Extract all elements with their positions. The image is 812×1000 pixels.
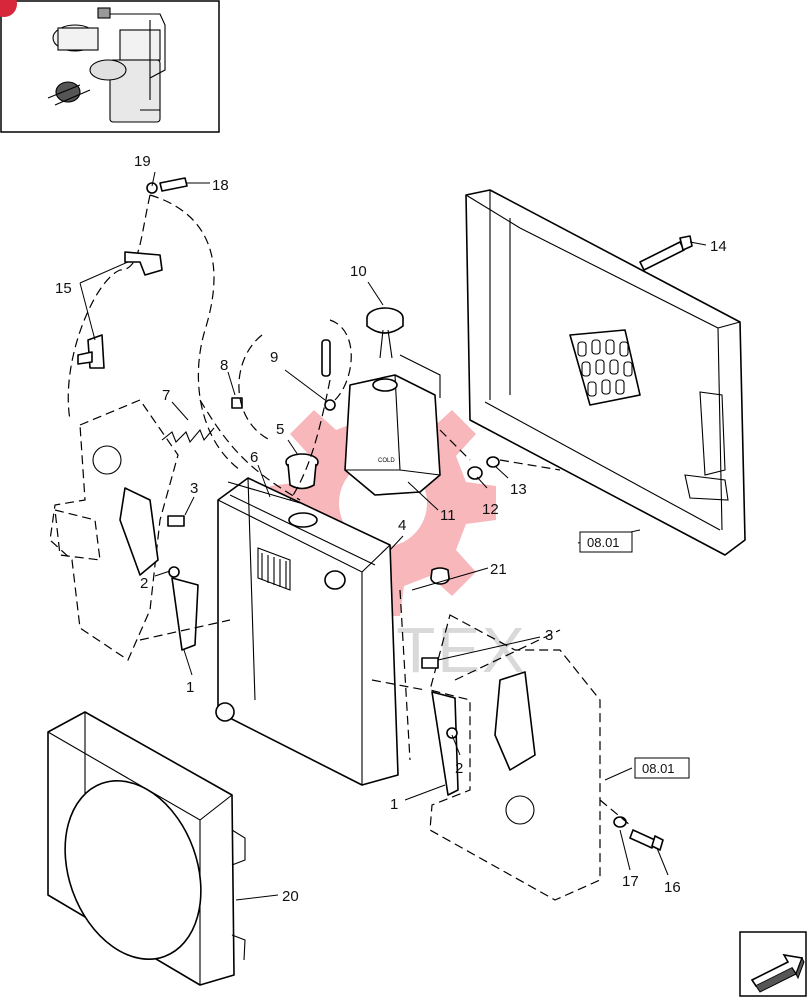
callout-8: 8 — [220, 357, 228, 374]
callout-17: 17 — [622, 873, 639, 890]
ref-label: 08.01 — [587, 535, 620, 550]
radiator-frame — [465, 189, 746, 556]
callout-11: 11 — [440, 507, 456, 524]
filler-neck — [285, 453, 319, 490]
callout-20: 20 — [282, 888, 299, 905]
callout-14: 14 — [710, 238, 727, 255]
next-page-arrow-icon[interactable] — [739, 931, 807, 997]
ref-box-upper[interactable]: 08.01 — [579, 531, 633, 553]
callout-labels: 19 18 15 7 8 9 10 5 6 4 11 12 13 14 21 3… — [55, 153, 727, 905]
callout-4: 4 — [398, 517, 406, 534]
callout-15: 15 — [55, 280, 72, 297]
callout-1a: 1 — [186, 679, 194, 696]
rod — [227, 481, 301, 504]
page-badge-icon — [0, 0, 17, 17]
callout-2a: 2 — [140, 575, 148, 592]
hose-clamps — [67, 177, 241, 471]
pin — [321, 319, 352, 411]
bolts — [629, 235, 693, 851]
callout-1b: 1 — [390, 796, 398, 813]
callout-19: 19 — [134, 153, 151, 170]
callout-18: 18 — [212, 177, 229, 194]
callout-7: 7 — [162, 387, 170, 404]
callout-12: 12 — [482, 501, 499, 518]
callout-2b: 2 — [455, 760, 463, 777]
ref-label: 08.01 — [642, 761, 675, 776]
callout-3a: 3 — [190, 480, 198, 497]
callout-3b: 3 — [545, 627, 553, 644]
left-bracket — [49, 399, 199, 661]
assembly-thumbnail — [0, 0, 220, 133]
radiator — [215, 477, 399, 786]
assembly-lines — [139, 334, 631, 826]
callout-9: 9 — [270, 349, 278, 366]
tank-cap — [366, 307, 404, 359]
nut-washer — [467, 456, 627, 828]
callout-21: 21 — [490, 561, 507, 578]
expansion-tank: COLD — [344, 354, 441, 496]
callout-16: 16 — [664, 879, 681, 896]
callout-5: 5 — [276, 421, 284, 438]
callout-10: 10 — [350, 263, 367, 280]
callout-6: 6 — [250, 449, 258, 466]
ref-box-lower[interactable]: 08.01 — [634, 757, 690, 779]
leader-lines — [79, 171, 707, 901]
fan-shroud — [47, 711, 246, 986]
callout-13: 13 — [510, 481, 527, 498]
svg-text:COLD: COLD — [378, 458, 395, 464]
right-bracket — [421, 614, 601, 901]
spring — [161, 397, 243, 444]
